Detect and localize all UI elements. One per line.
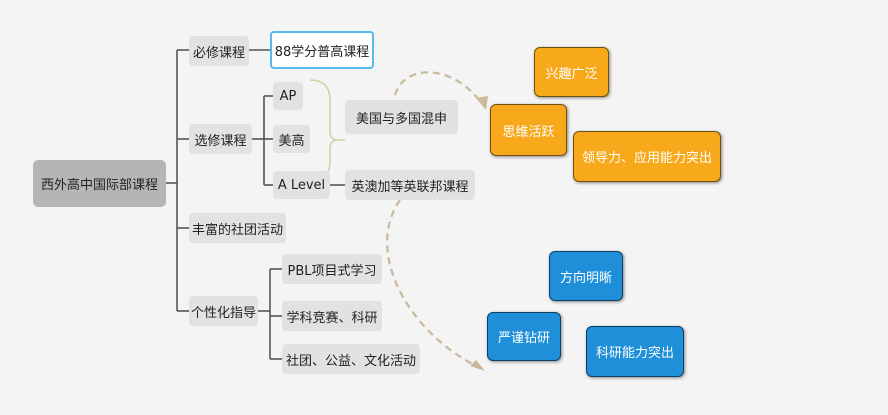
node-88-credit-course[interactable]: 88学分普高课程	[270, 31, 374, 69]
guidance-competitions[interactable]: 学科竞赛、科研	[282, 301, 382, 331]
trait-research-ability[interactable]: 科研能力突出	[586, 326, 684, 377]
trait-rigorous-study[interactable]: 严谨钻研	[487, 312, 561, 361]
root-node[interactable]: 西外高中国际部课程	[33, 160, 166, 207]
elective-ap[interactable]: AP	[273, 82, 303, 110]
trait-broad-interests[interactable]: 兴趣广泛	[534, 47, 609, 97]
branch-required[interactable]: 必修课程	[189, 36, 249, 66]
branch-clubs[interactable]: 丰富的社团活动	[189, 213, 286, 243]
guidance-pbl[interactable]: PBL项目式学习	[282, 254, 382, 284]
branch-guidance[interactable]: 个性化指导	[189, 296, 258, 326]
trait-leadership[interactable]: 领导力、应用能力突出	[573, 131, 721, 182]
branch-elective[interactable]: 选修课程	[189, 124, 252, 154]
elective-a-level[interactable]: A Level	[273, 171, 330, 199]
note-us-multi-country[interactable]: 美国与多国混申	[345, 100, 458, 134]
guidance-club-activities[interactable]: 社团、公益、文化活动	[282, 344, 420, 374]
trait-clear-direction[interactable]: 方向明晰	[549, 251, 623, 301]
elective-us-high[interactable]: 美高	[273, 125, 310, 153]
note-commonwealth[interactable]: 英澳加等英联邦课程	[345, 170, 475, 200]
trait-active-thinking[interactable]: 思维活跃	[490, 104, 567, 156]
